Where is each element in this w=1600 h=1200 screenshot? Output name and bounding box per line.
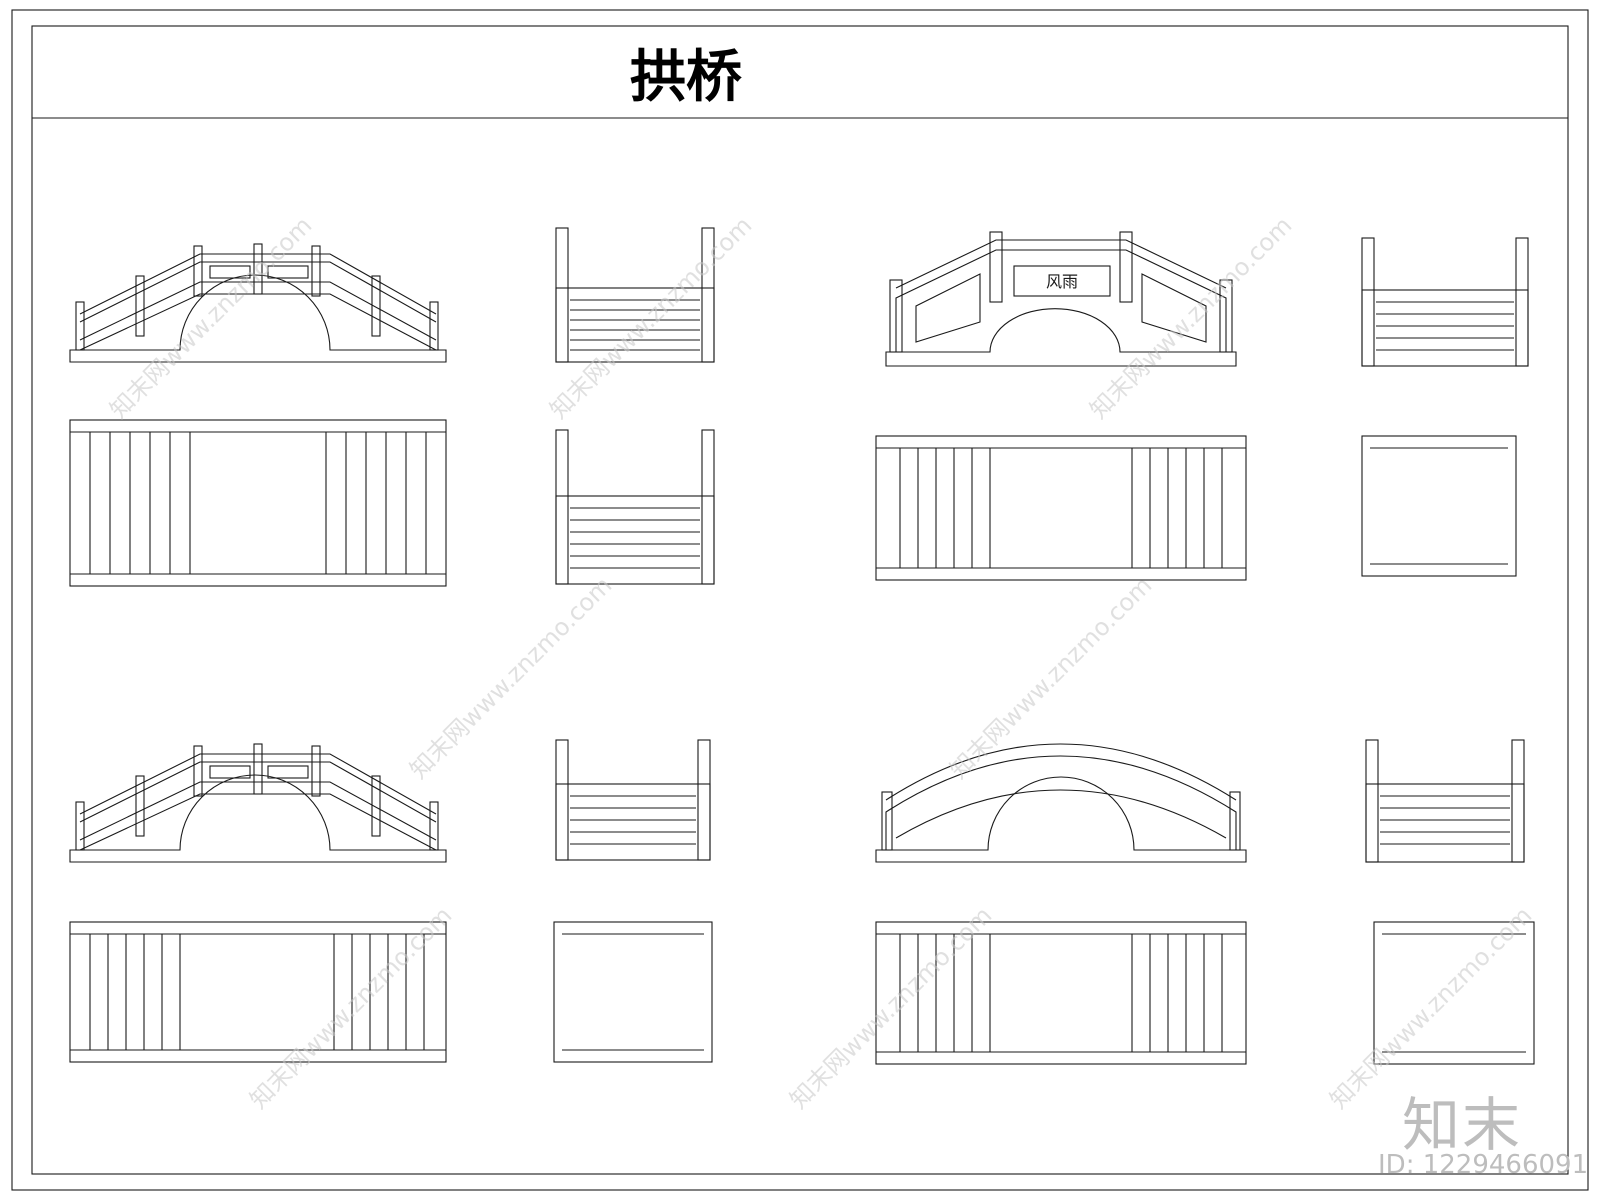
outer-border xyxy=(11,9,1589,1191)
bridge-4-end-plan xyxy=(1373,921,1535,1065)
bridge-3-plan xyxy=(69,921,447,1063)
brand-watermark: 知末 xyxy=(1402,1091,1523,1159)
bridge-1-elevation xyxy=(69,243,447,363)
watermark-text: 知末网www.znzmo.com xyxy=(544,211,757,424)
bridge-3-elevation xyxy=(69,743,447,863)
bridge-3-end-plan xyxy=(553,921,713,1063)
bridge-2-end-plan xyxy=(1361,435,1517,577)
bridge-2-plaque: 风雨 xyxy=(1046,272,1078,291)
bridge-2-plan xyxy=(875,435,1247,581)
inner-border xyxy=(31,25,1569,1175)
watermark-text: 知末网www.znzmo.com xyxy=(784,901,997,1114)
bridge-2-elevation xyxy=(885,231,1237,367)
bridge-4-end-view xyxy=(1365,739,1525,863)
watermark-text: 知末网www.znzmo.com xyxy=(404,571,617,784)
watermark-text: 知末网www.znzmo.com xyxy=(944,571,1157,784)
bridge-1-end-view-a xyxy=(555,227,715,363)
bridge-3-end-view xyxy=(555,739,711,861)
bridge-1-end-view-b xyxy=(555,429,715,585)
watermark-text: 知末网www.znzmo.com xyxy=(1084,211,1297,424)
bridge-2-end-view xyxy=(1361,237,1529,367)
watermark-text: 知末网www.znzmo.com xyxy=(244,901,457,1114)
bridge-1-plan xyxy=(69,419,447,587)
bridge-4-elevation xyxy=(875,743,1247,863)
bridge-4-plan xyxy=(875,921,1247,1065)
sheet-title: 拱桥 xyxy=(630,45,742,110)
id-watermark: ID: 1229466091 xyxy=(1378,1150,1589,1180)
